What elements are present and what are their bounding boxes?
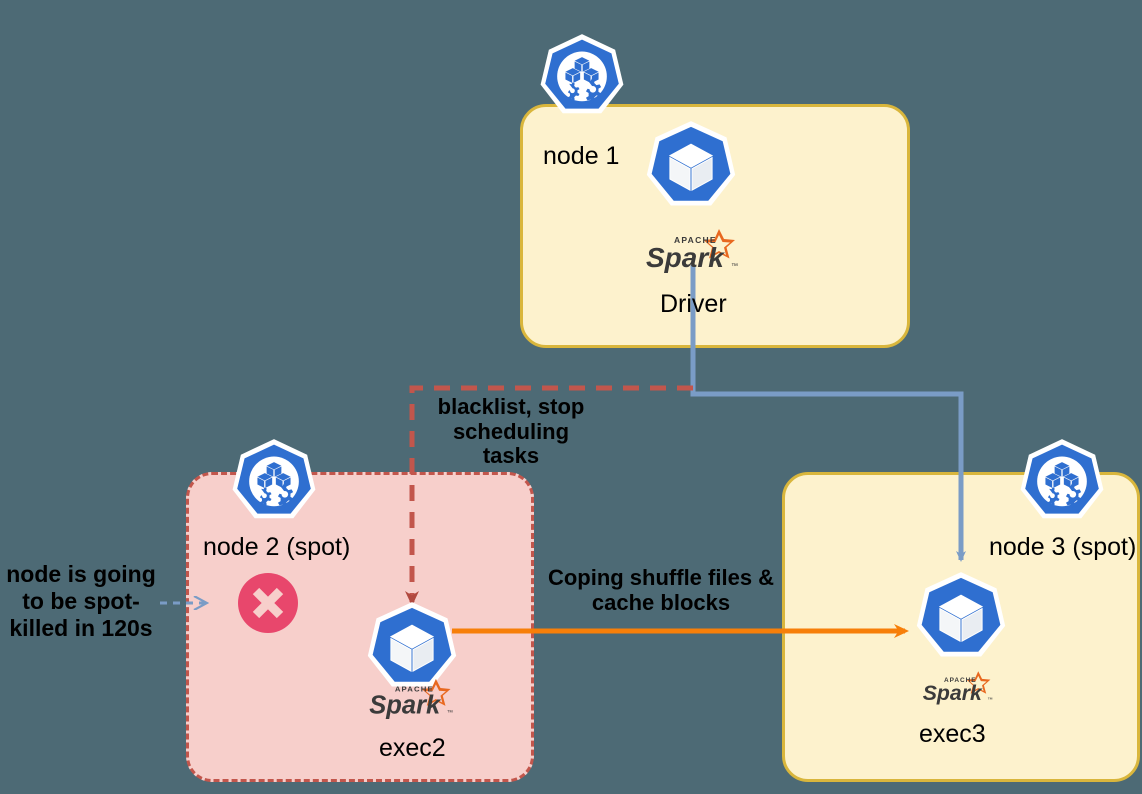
node-label-node1: node 1: [543, 142, 620, 170]
edge-label-shuffle-line2: cache blocks: [591, 589, 731, 615]
edge-label-shuffle-line1: Coping shuffle files &: [547, 565, 775, 590]
spark-executor-cube-icon: [364, 600, 460, 704]
node-label-node3: node 3 (spot): [989, 533, 1137, 561]
svg-text:APACHE: APACHE: [395, 685, 434, 694]
edge-label-blacklist-line2: scheduling tasks: [452, 418, 570, 469]
svg-text:Spark: Spark: [646, 242, 725, 273]
apache-spark-logo: APACHE Spark ™: [922, 670, 998, 706]
svg-text:Spark: Spark: [923, 681, 983, 705]
apache-spark-logo: APACHE Spark ™: [368, 678, 460, 720]
edge-label-spot-kill-notice: node is going to be spot- killed in 120s: [6, 561, 156, 642]
svg-text:Spark: Spark: [369, 692, 442, 720]
kubernetes-node-icon: [228, 436, 320, 536]
svg-text:APACHE: APACHE: [674, 235, 717, 245]
edge-label-shuffle-copy: Coping shuffle files & cache blocks: [545, 565, 777, 615]
kubernetes-node-icon: [1016, 436, 1108, 536]
edge-label-blacklist-line1: blacklist, stop: [437, 394, 585, 419]
spot-kill-line1: node is going: [6, 561, 156, 587]
spark-executor-cube-icon: [643, 119, 739, 223]
svg-text:™: ™: [987, 697, 992, 703]
spot-kill-line2: to be spot-: [22, 588, 140, 615]
pod-label-exec2: exec2: [379, 734, 446, 762]
node-label-node2: node 2 (spot): [203, 533, 351, 561]
pod-label-exec3: exec3: [919, 720, 986, 748]
svg-text:™: ™: [731, 263, 738, 270]
spark-executor-cube-icon: [913, 570, 1009, 674]
edge-label-blacklist: blacklist, stop scheduling tasks: [425, 394, 597, 469]
red-x-circle-icon: [236, 571, 300, 635]
svg-text:™: ™: [447, 710, 453, 717]
svg-text:APACHE: APACHE: [944, 677, 976, 684]
apache-spark-logo: APACHE Spark ™: [645, 228, 745, 274]
spot-kill-line3: killed in 120s: [9, 615, 153, 642]
pod-label-driver: Driver: [660, 290, 727, 318]
kubernetes-node-icon: [536, 31, 628, 131]
